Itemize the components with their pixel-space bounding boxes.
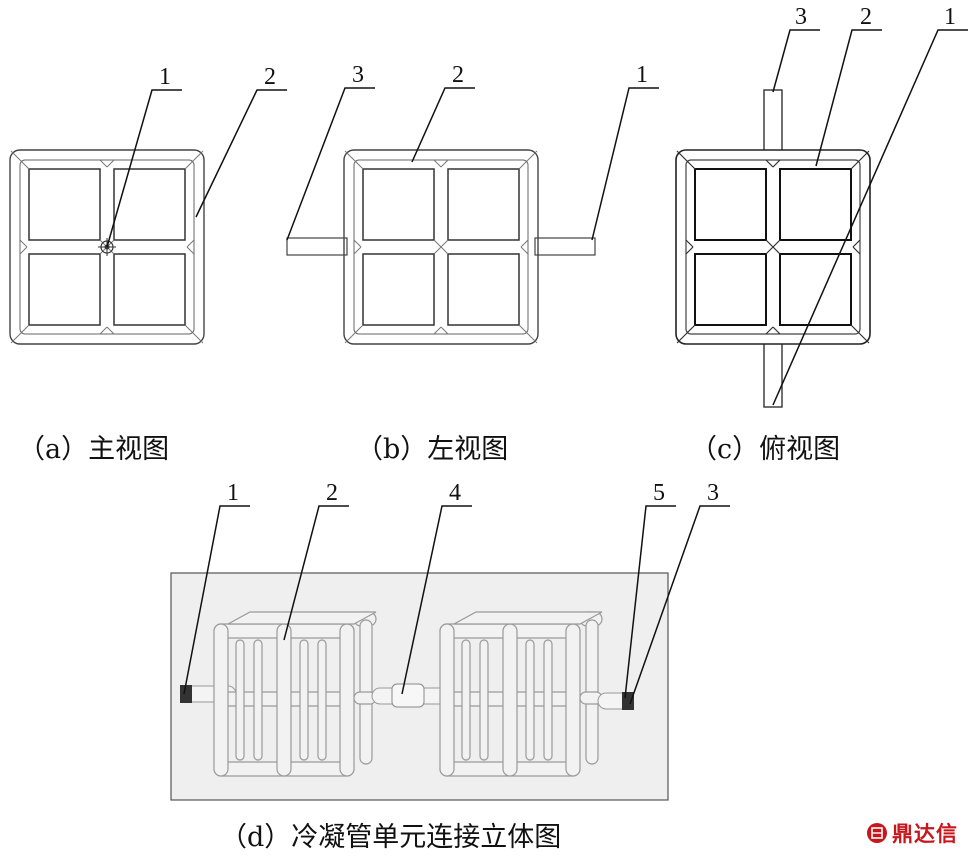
top-view: 3 2 1	[675, 4, 968, 408]
label-c-3: 3	[795, 4, 807, 30]
label-d-2: 2	[326, 480, 338, 506]
label-b-2: 2	[452, 62, 464, 88]
label-b-1: 1	[636, 62, 648, 88]
end-cap-3	[622, 692, 634, 710]
label-b-3: 3	[352, 62, 364, 88]
caption-d: （d）冷凝管单元连接立体图	[220, 822, 562, 853]
front-view: 1 2	[9, 64, 287, 345]
caption-c: （c）俯视图	[690, 434, 841, 465]
isometric-view: 1 2 4 5 3	[170, 480, 730, 801]
watermark-text: 鼎达信	[892, 822, 958, 846]
label-a-1: 1	[159, 64, 171, 90]
label-d-5: 5	[653, 480, 665, 506]
left-view: 3 2 1	[286, 62, 659, 345]
logo-icon	[867, 823, 887, 843]
label-d-1: 1	[227, 480, 239, 506]
label-d-4: 4	[449, 480, 461, 506]
pipe-left	[286, 237, 348, 256]
caption-b: （b）左视图	[356, 434, 509, 465]
caption-a: （a）主视图	[18, 434, 170, 465]
label-c-2: 2	[860, 4, 872, 30]
coupling-4	[391, 683, 425, 708]
label-c-1: 1	[944, 4, 956, 30]
label-a-2: 2	[264, 64, 276, 90]
end-cap-1	[180, 685, 192, 703]
label-d-3: 3	[707, 480, 719, 506]
watermark-logo: 鼎达信	[866, 818, 958, 848]
pipe-right	[534, 237, 596, 256]
